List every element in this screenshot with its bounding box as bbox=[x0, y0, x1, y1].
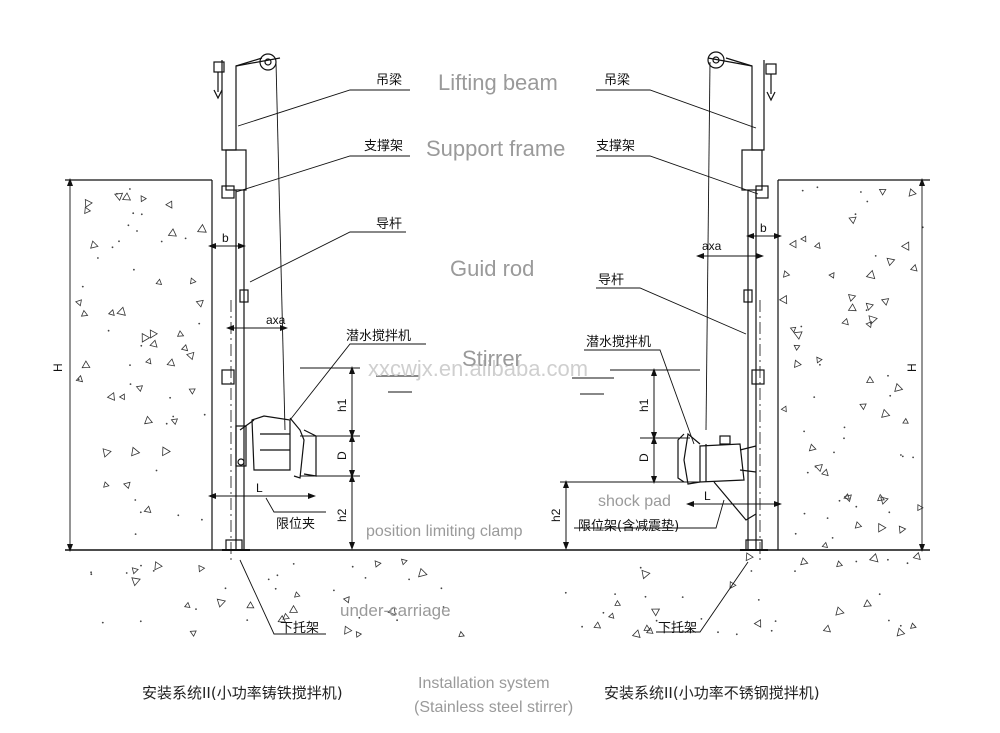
leader-lines bbox=[235, 89, 759, 635]
label-cn-guide-rod-left: 导杆 bbox=[376, 217, 402, 232]
dim-L-left: L bbox=[256, 481, 263, 495]
label-en-guide-rod: Guid rod bbox=[450, 256, 534, 281]
label-cn-guide-rod-right: 导杆 bbox=[598, 273, 624, 288]
dim-D-right: D bbox=[637, 453, 651, 462]
label-cn-limit-clamp: 限位夹 bbox=[276, 517, 315, 532]
dim-axa-left: axa bbox=[266, 313, 286, 327]
label-cn-lifting-beam-right: 吊梁 bbox=[604, 73, 630, 88]
label-en-lifting-beam: Lifting beam bbox=[438, 70, 558, 95]
dim-b-right: b bbox=[760, 221, 767, 235]
concrete-hatching bbox=[75, 186, 924, 638]
dim-axa-right: axa bbox=[702, 239, 722, 253]
label-en-limit-clamp: position limiting clamp bbox=[366, 523, 523, 540]
label-en-stainless-note: (Stainless steel stirrer) bbox=[414, 699, 573, 716]
caption-left: 安装系统II(小功率铸铁搅拌机) bbox=[142, 684, 343, 702]
dim-h1-left: h1 bbox=[335, 398, 349, 412]
dim-h1-right: h1 bbox=[637, 398, 651, 412]
watermark: xxcwjx.en.alibaba.com bbox=[368, 356, 588, 381]
caption-right: 安装系统II(小功率不锈钢搅拌机) bbox=[604, 684, 820, 702]
label-en-support-frame: Support frame bbox=[426, 136, 565, 161]
label-en-shock-pad: shock pad bbox=[598, 493, 671, 510]
label-cn-stirrer-right: 潜水搅拌机 bbox=[586, 334, 651, 350]
label-en-install-system: Installation system bbox=[418, 675, 550, 692]
label-cn-support-frame-left: 支撑架 bbox=[364, 139, 403, 154]
label-cn-lifting-beam-left: 吊梁 bbox=[376, 73, 402, 88]
label-cn-support-frame-right: 支撑架 bbox=[596, 139, 635, 154]
dim-D-left: D bbox=[335, 451, 349, 460]
label-cn-limit-frame: 限位架(含减震垫) bbox=[578, 518, 679, 534]
right-installation bbox=[560, 51, 930, 560]
label-en-undercarriage: under-carriage bbox=[340, 601, 451, 620]
dimension-lines bbox=[67, 178, 925, 552]
label-cn-undercarriage-right: 下托架 bbox=[658, 621, 697, 636]
dim-h2-left: h2 bbox=[335, 508, 349, 522]
left-installation bbox=[65, 53, 560, 560]
dim-L-right: L bbox=[704, 489, 711, 503]
dim-h2-right: h2 bbox=[549, 508, 563, 522]
dim-H-right: H bbox=[905, 363, 919, 372]
label-en-stirrer: Stirrer bbox=[462, 346, 522, 371]
dim-b-left: b bbox=[222, 231, 229, 245]
label-cn-undercarriage-left: 下托架 bbox=[280, 621, 319, 636]
label-cn-stirrer-left: 潜水搅拌机 bbox=[346, 328, 411, 344]
dim-H-left: H bbox=[51, 363, 65, 372]
